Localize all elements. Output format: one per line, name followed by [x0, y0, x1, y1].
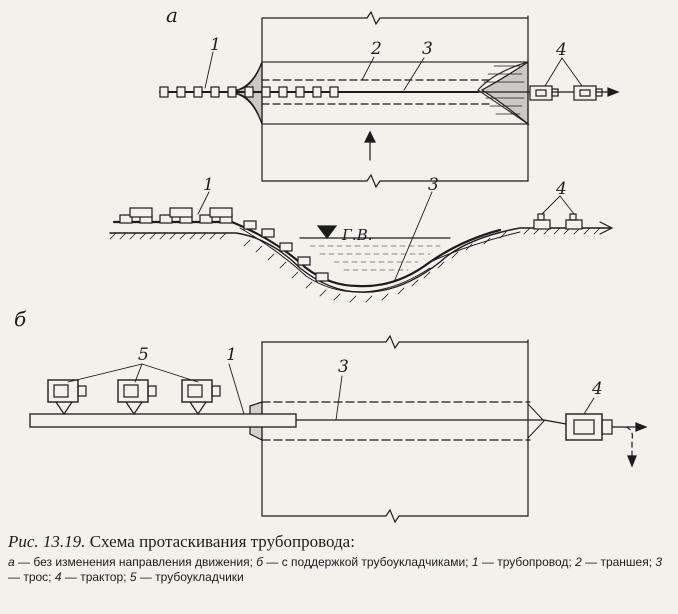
- pipelayer-icon: [209, 207, 233, 218]
- label-5-b: 5: [138, 345, 149, 365]
- figure-caption: Рис. 13.19. Схема протаскивания трубопро…: [8, 532, 674, 585]
- label-3-a: 3: [422, 39, 433, 59]
- legend-text: — трактор;: [61, 570, 130, 584]
- pipe-joint: [176, 86, 186, 98]
- legend-key: 5: [129, 570, 137, 584]
- pipeline-a: [159, 86, 479, 98]
- tractor-icon: [573, 85, 603, 101]
- caption-title: Рис. 13.19. Схема протаскивания трубопро…: [8, 532, 674, 552]
- label-4-section: 4: [555, 179, 567, 199]
- pipe-joint: [159, 86, 169, 98]
- legend-key: 2: [575, 555, 582, 569]
- pipe-joint: [159, 214, 173, 224]
- pipelayer-icon: [117, 379, 157, 416]
- diagram-a: а: [159, 3, 620, 189]
- pipeline-b: [29, 413, 567, 428]
- legend-key: б: [256, 555, 264, 569]
- label-1-section: 1: [203, 175, 214, 195]
- pipelayer-icon: [129, 207, 153, 218]
- label-4-a: 4: [555, 40, 567, 60]
- label-a: а: [166, 3, 178, 27]
- diagram-b: б: [14, 307, 648, 524]
- pipe-joint: [210, 86, 220, 98]
- river-crossing-box-b: [261, 334, 529, 524]
- flow-arrow-a: [364, 130, 376, 161]
- label-3-b: 3: [338, 357, 349, 377]
- legend-text: — без изменения направления движения;: [14, 555, 257, 569]
- pipe-joint: [315, 272, 329, 282]
- pipe-joint: [244, 86, 254, 98]
- pipeline-section: [112, 207, 521, 293]
- pipe-joint: [261, 228, 275, 238]
- water-body: Г.В.: [299, 225, 451, 271]
- tractors-section: [533, 213, 583, 230]
- cable-section: [429, 231, 521, 263]
- tractors-a: [529, 85, 603, 101]
- legend-text: — с поддержкой трубоукладчиками;: [263, 555, 472, 569]
- caption-prefix: Рис. 13.19.: [8, 532, 86, 551]
- caption-legend: а — без изменения направления движения; …: [8, 555, 674, 585]
- label-2-a: 2: [370, 39, 382, 59]
- label-4-b: 4: [591, 379, 603, 399]
- water-level-label: Г.В.: [341, 226, 373, 244]
- legend-key: 4: [54, 570, 62, 584]
- pipe-joint: [278, 86, 288, 98]
- legend-key: 1: [471, 555, 479, 569]
- pipe-joint: [297, 256, 311, 266]
- legend-key: а: [8, 555, 15, 569]
- pipe-joint: [329, 86, 339, 98]
- leaders-a: [204, 51, 583, 91]
- pipe-joint: [193, 86, 203, 98]
- label-1-a: 1: [210, 35, 221, 55]
- legend-text: — трубопровод;: [478, 555, 576, 569]
- pipe-joint: [261, 86, 271, 98]
- pipe-joint: [243, 220, 257, 230]
- pipe-joint: [119, 214, 133, 224]
- tractor-icon: [529, 85, 559, 101]
- water-level-marker: [316, 225, 338, 239]
- tractor-b: [565, 413, 648, 468]
- cross-section: Г.В. 1 3 4: [109, 175, 614, 303]
- legend-text: — трубоукладчики: [136, 570, 244, 584]
- pipe-joint: [312, 86, 322, 98]
- pipelayers-b: [47, 379, 221, 416]
- pipe-joint: [199, 214, 213, 224]
- pipelayer-icon: [47, 379, 87, 416]
- pipelayer-icon: [181, 379, 221, 416]
- legend-text: — трос;: [8, 570, 55, 584]
- pipe-joint: [227, 86, 237, 98]
- label-b: б: [14, 307, 27, 331]
- pipelayer-icon: [169, 207, 193, 218]
- label-3-section: 3: [428, 175, 439, 195]
- pipe-joint: [279, 242, 293, 252]
- legend-key: 3: [655, 555, 663, 569]
- legend-text: — траншея;: [581, 555, 656, 569]
- label-1-b: 1: [226, 345, 237, 365]
- caption-title-text: Схема протаскивания трубопровода:: [89, 532, 355, 551]
- river-crossing-box-a: [261, 10, 529, 189]
- pipe-joint: [295, 86, 305, 98]
